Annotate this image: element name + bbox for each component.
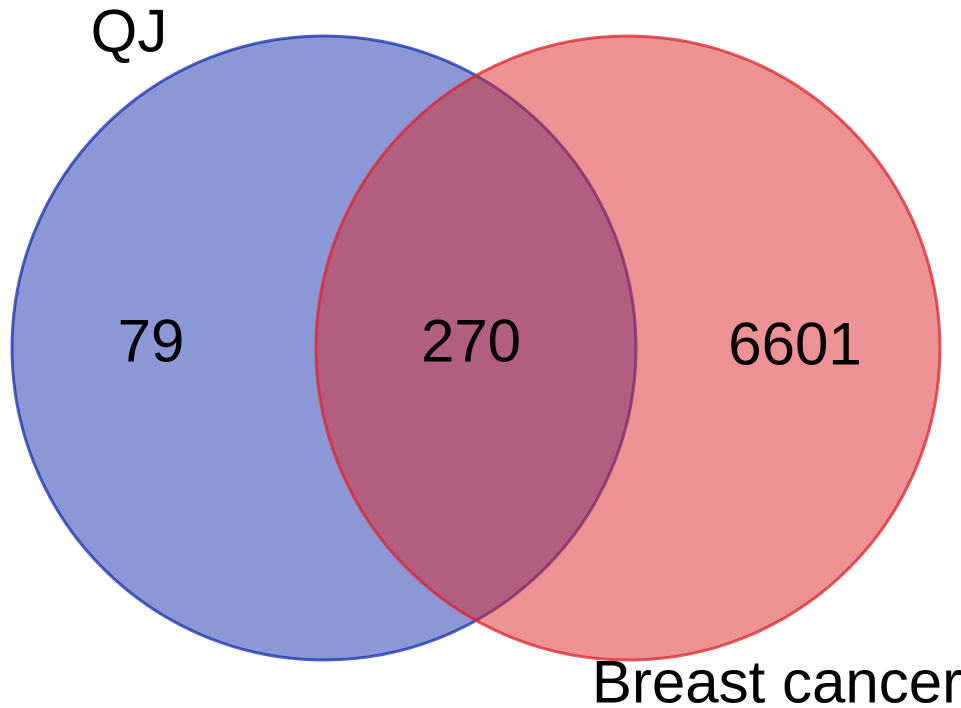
left-only-count: 79	[117, 307, 185, 375]
left-set-label: QJ	[90, 0, 168, 65]
right-set-label: Breast cancer	[591, 648, 961, 708]
overlap-count: 270	[420, 307, 522, 375]
right-circle-breast-cancer	[314, 34, 942, 662]
right-only-count: 6601	[728, 310, 862, 378]
